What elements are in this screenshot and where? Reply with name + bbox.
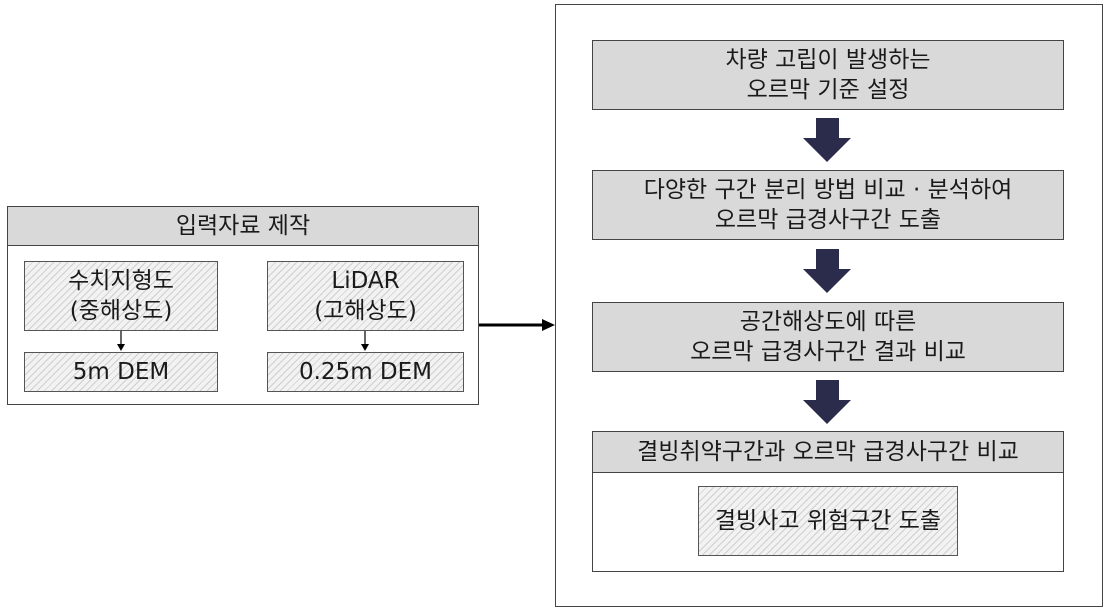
- input-data-title-text: 입력자료 제작: [175, 213, 311, 239]
- step-box-2: 다양한 구간 분리 방법 비교 · 분석하여 오르막 급경사구간 도출: [592, 170, 1064, 240]
- source-resolution: (중해상도): [69, 298, 173, 324]
- right-arrow-connector: [479, 319, 555, 331]
- step-box-1: 차량 고립이 발생하는 오르막 기준 설정: [592, 40, 1064, 110]
- input-data-panel-title: 입력자료 제작: [7, 206, 479, 246]
- output-box-025m-dem: 0.25m DEM: [267, 352, 464, 392]
- final-title-text: 결빙취약구간과 오르막 급경사구간 비교: [637, 439, 1019, 465]
- step-text-line2: 오르막 급경사구간 도출: [714, 207, 942, 233]
- source-box-topographic-map: 수치지형도 (중해상도): [24, 261, 218, 331]
- source-resolution: (고해상도): [314, 298, 417, 324]
- output-label: 5m DEM: [72, 359, 170, 385]
- result-text: 결빙사고 위험구간 도출: [714, 508, 942, 534]
- small-down-arrow-left: [117, 331, 125, 351]
- source-box-lidar: LiDAR (고해상도): [267, 261, 464, 331]
- output-box-5m-dem: 5m DEM: [24, 352, 218, 392]
- step-text-line1: 차량 고립이 발생하는: [725, 47, 931, 73]
- step-text-line2: 오르막 급경사구간 결과 비교: [690, 339, 966, 365]
- source-name: LiDAR: [331, 268, 400, 294]
- step-text-line1: 공간해상도에 따른: [739, 309, 917, 335]
- result-box-accident-risk: 결빙사고 위험구간 도출: [698, 486, 958, 556]
- block-down-arrow-2: [803, 249, 851, 293]
- step-box-3: 공간해상도에 따른 오르막 급경사구간 결과 비교: [592, 302, 1064, 372]
- small-down-arrow-right: [361, 331, 369, 351]
- block-down-arrow-3: [803, 380, 851, 424]
- source-name: 수치지형도: [68, 268, 174, 294]
- block-down-arrow-1: [803, 118, 851, 162]
- output-label: 0.25m DEM: [298, 359, 432, 385]
- final-comparison-title: 결빙취약구간과 오르막 급경사구간 비교: [592, 431, 1064, 473]
- step-text-line2: 오르막 기준 설정: [746, 77, 910, 103]
- step-text-line1: 다양한 구간 분리 방법 비교 · 분석하여: [643, 177, 1013, 203]
